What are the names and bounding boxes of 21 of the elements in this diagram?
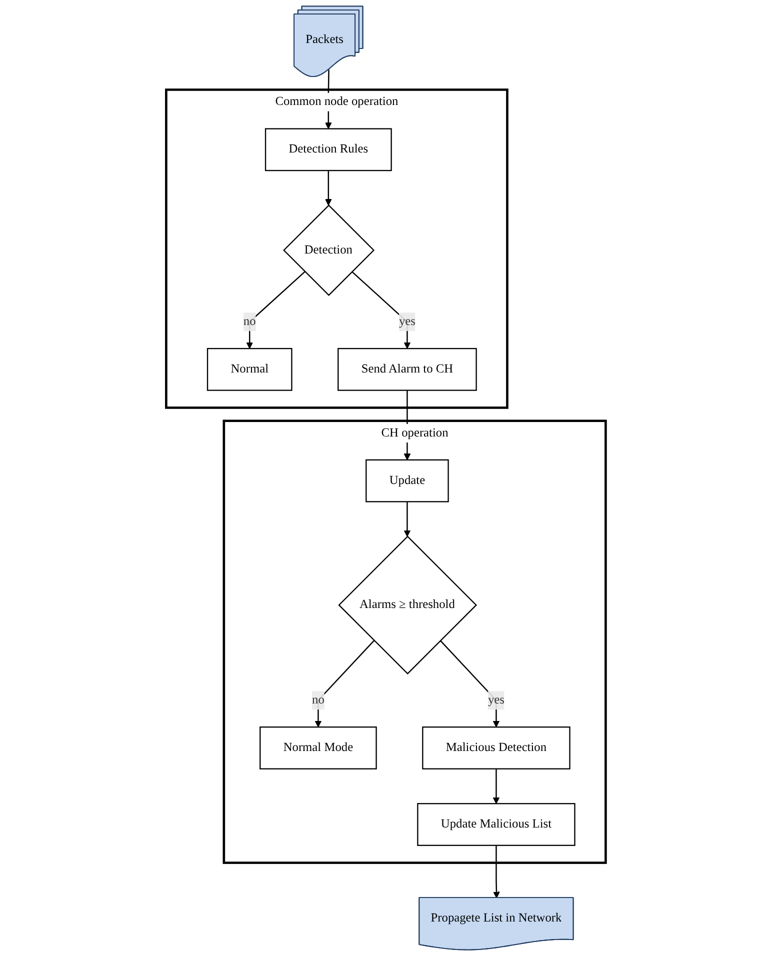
- node-diamond: Detection: [283, 204, 375, 296]
- node-box: Update: [366, 459, 449, 502]
- arrow: [493, 845, 500, 898]
- arrow: [492, 768, 500, 804]
- arrow: [314, 640, 375, 728]
- arrow: [440, 640, 500, 728]
- arrow: [404, 502, 411, 537]
- edge-label: no: [312, 693, 324, 707]
- edge-label: no: [243, 314, 256, 328]
- node-box: Send Alarm to CH: [338, 348, 477, 391]
- edge-label: yes: [399, 314, 416, 328]
- node-box: Normal: [207, 348, 292, 391]
- node-diamond: Alarms ≥ threshold: [338, 536, 478, 675]
- node-box: Detection Rules: [265, 128, 392, 172]
- arrow: [246, 271, 306, 349]
- node-box: Malicious Detection: [422, 726, 570, 770]
- arrow: [352, 271, 411, 349]
- edge-label: yes: [488, 693, 505, 707]
- node-box: Normal Mode: [260, 726, 377, 770]
- node-box: Update Malicious List: [417, 803, 576, 846]
- arrow: [325, 170, 332, 206]
